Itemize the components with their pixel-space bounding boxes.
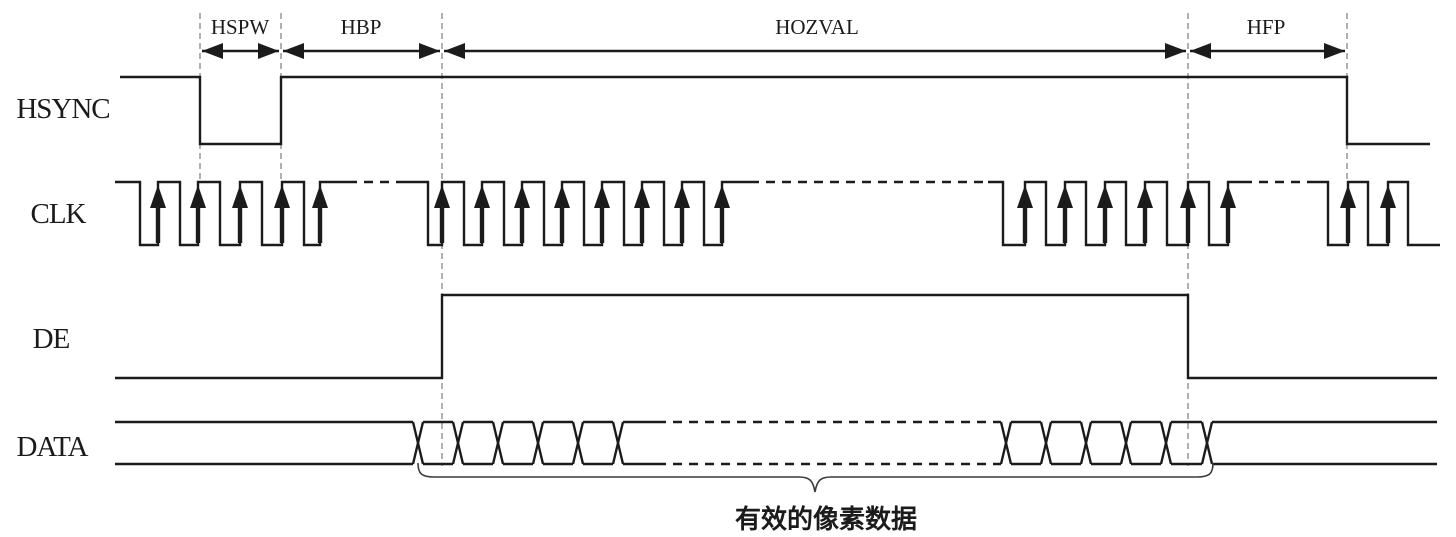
signal-label-clk: CLK [31, 198, 87, 230]
signal-label-data: DATA [16, 431, 88, 463]
data-bus-crossings-down [411, 421, 1214, 465]
clk-waveform-burst-1 [115, 180, 348, 247]
region-label-hozval: HOZVAL [775, 15, 859, 39]
valid-pixel-data-annotation: 有效的像素数据 [735, 504, 917, 534]
hsync-waveform [120, 75, 1430, 146]
signal-label-hsync: HSYNC [16, 93, 109, 125]
clk-waveform [115, 180, 1440, 247]
region-label-hfp: HFP [1247, 15, 1286, 39]
clk-waveform-burst-3 [988, 180, 1243, 247]
region-label-hspw: HSPW [211, 15, 270, 39]
region-labels: HSPW HBP HOZVAL HFP [211, 15, 1285, 39]
timing-guide-lines [199, 13, 1348, 466]
region-label-hbp: HBP [341, 15, 382, 39]
de-waveform [115, 293, 1437, 380]
data-bus-crossings-up [411, 421, 1214, 465]
data-bus-dashed-continuation [657, 420, 995, 466]
clk-waveform-burst-2 [400, 180, 750, 247]
valid-data-brace [417, 462, 1214, 493]
clk-waveform-burst-4 [1310, 180, 1440, 247]
signal-labels: HSYNC CLK DE DATA [16, 93, 110, 463]
data-bus-waveform [115, 420, 1437, 466]
signal-label-de: DE [33, 323, 70, 355]
